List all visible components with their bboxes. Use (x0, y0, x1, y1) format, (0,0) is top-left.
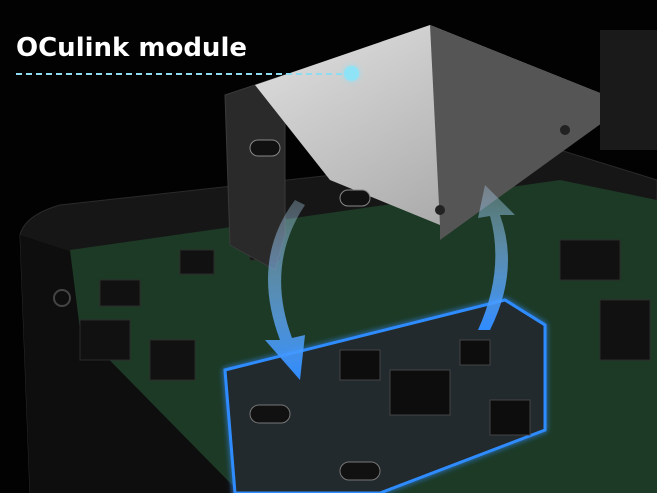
callout-label: OCulink module (16, 33, 247, 63)
usb-c-port (249, 139, 281, 157)
callout-dot-icon (344, 66, 359, 81)
usb-c-port (339, 461, 381, 481)
down-arrow-icon (265, 200, 305, 380)
up-arrow-icon (478, 185, 515, 330)
usb-c-port (339, 189, 371, 207)
usb-c-port (249, 404, 291, 424)
power-button-icon (53, 289, 71, 307)
callout-leader-line (16, 73, 352, 75)
